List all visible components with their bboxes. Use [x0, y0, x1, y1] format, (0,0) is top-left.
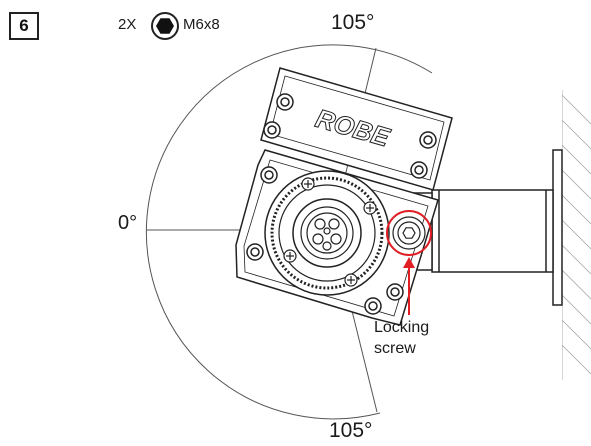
- callout-line-2: screw: [374, 339, 416, 357]
- step-number: 6: [9, 12, 39, 40]
- callout-arrowhead: [403, 257, 415, 268]
- top-bracket: [260, 67, 453, 191]
- arm-tube: [431, 189, 554, 273]
- rotation-arc: [145, 44, 433, 420]
- locking-screw: [392, 216, 426, 250]
- angle-label-top: 105°: [331, 11, 375, 34]
- fastener-spec: M6x8: [183, 16, 220, 33]
- callout-line-1: Locking: [374, 319, 430, 336]
- phillips-screws: [283, 177, 377, 287]
- angle-label-bottom: 105°: [329, 419, 373, 442]
- wall-plate: [552, 149, 563, 306]
- connector: [264, 170, 390, 296]
- locking-screw-callout: Locking screw: [374, 318, 429, 360]
- fastener-quantity: 2X: [118, 16, 137, 33]
- locking-screw-highlight: [386, 210, 432, 256]
- hex-socket-icon: [151, 12, 179, 40]
- wall-hatch: [562, 90, 591, 380]
- angle-label-left: 0°: [118, 212, 138, 234]
